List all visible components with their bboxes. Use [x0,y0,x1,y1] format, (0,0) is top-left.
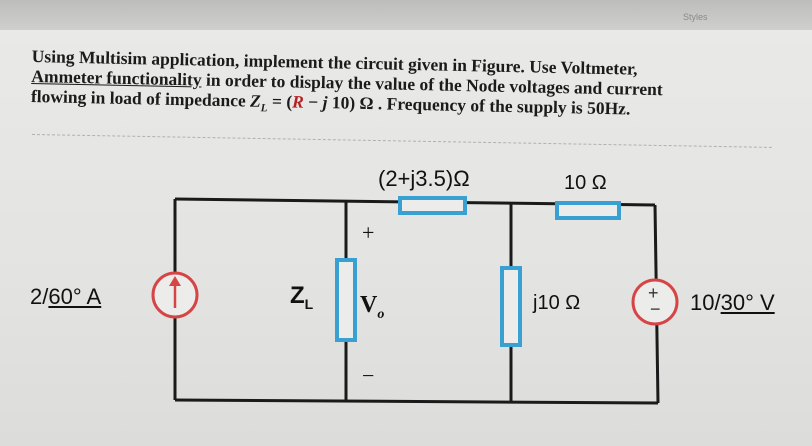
vo-minus: − [362,363,375,388]
document-page [0,30,812,446]
load-label-z: Z [290,282,305,309]
load-label: ZL [290,282,313,312]
vs-minus: − [650,299,661,319]
load-label-sub: L [304,295,314,312]
voltage-source [631,278,679,326]
series-impedance-box [398,196,467,215]
vo-plus: + [362,220,375,245]
vo-v: V [360,292,378,318]
current-source-label: 2/60° A [30,284,101,310]
load-impedance-zl [335,258,357,342]
angle-symbol-icon: / [42,284,49,309]
voltage-source-circle [631,278,679,326]
top-toolbar: Styles [0,0,812,30]
voltage-source-magnitude: 10 [690,290,715,315]
current-source-magnitude: 2 [30,284,43,309]
vo-label: Vo [360,292,384,323]
shunt-inductor-box [500,266,522,347]
series-impedance-label: (2+j3.5)Ω [378,166,470,191]
voltage-source-angle: 30° V [720,290,775,315]
voltage-source-label: 10/30° V [690,290,775,316]
shunt-label: j10 Ω [533,292,581,314]
resistor-label: 10 Ω [564,172,607,194]
arrow-head-icon [169,276,181,286]
angle-symbol-icon-2: / [714,290,721,315]
circuit-wires [173,197,660,405]
vs-plus: + [648,283,659,303]
resistor-10-box [555,201,621,220]
current-source [151,271,199,319]
styles-label[interactable]: Styles [683,12,708,22]
current-source-angle: 60° A [48,284,102,309]
vo-sub: o [377,306,385,322]
